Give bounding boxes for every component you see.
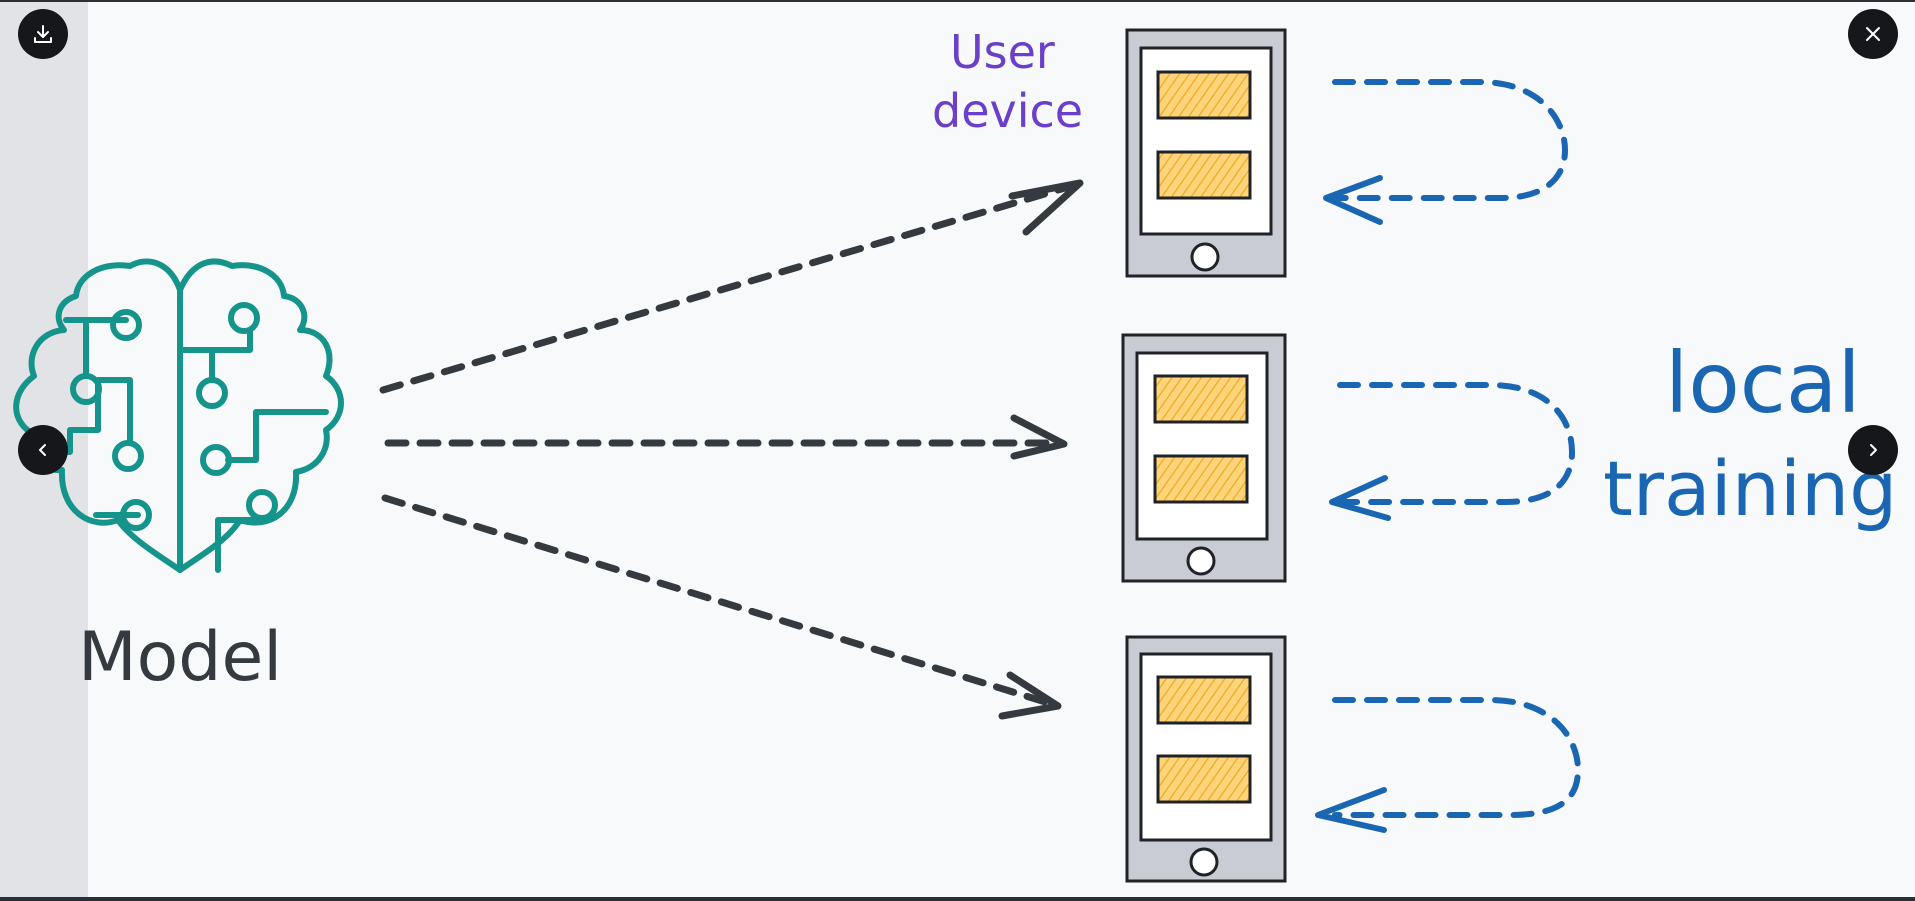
loop-arrowhead-1 xyxy=(1323,175,1383,225)
user-device-1 xyxy=(1125,28,1287,278)
user-device-2 xyxy=(1121,333,1287,583)
brain-circuit-icon xyxy=(13,258,344,573)
training-label-line2: training xyxy=(1603,444,1897,533)
chevron-left-icon xyxy=(39,444,46,456)
loop-arrow-2 xyxy=(1337,382,1575,505)
home-button xyxy=(1190,242,1220,272)
loop-arrow-1 xyxy=(1332,79,1568,201)
download-icon xyxy=(34,25,52,43)
next-button[interactable] xyxy=(1848,425,1898,475)
arrow-to-device-3 xyxy=(381,494,1059,709)
top-border xyxy=(0,0,1915,2)
user-device-3 xyxy=(1125,635,1287,883)
arrowhead-2 xyxy=(1010,414,1068,460)
training-label-line1: local xyxy=(1665,334,1861,432)
local-training-loops xyxy=(1315,79,1581,833)
arrow-to-device-1 xyxy=(379,181,1079,394)
model-to-device-arrows xyxy=(379,179,1084,720)
device-label-line1: User xyxy=(950,25,1055,79)
download-button[interactable] xyxy=(18,9,68,59)
previous-button[interactable] xyxy=(18,425,68,475)
bottom-border xyxy=(0,897,1915,901)
close-button[interactable] xyxy=(1848,9,1898,59)
device-label-line2: device xyxy=(932,84,1083,138)
loop-arrow-3 xyxy=(1332,697,1581,818)
loop-arrowhead-3 xyxy=(1315,787,1387,833)
arrowhead-3 xyxy=(998,671,1062,720)
app-tile xyxy=(1156,70,1252,120)
chevron-right-icon xyxy=(1870,444,1877,456)
close-icon xyxy=(1866,27,1880,41)
loop-arrowhead-2 xyxy=(1329,475,1391,521)
arrowhead-1 xyxy=(1008,179,1084,236)
model-label: Model xyxy=(78,618,282,697)
